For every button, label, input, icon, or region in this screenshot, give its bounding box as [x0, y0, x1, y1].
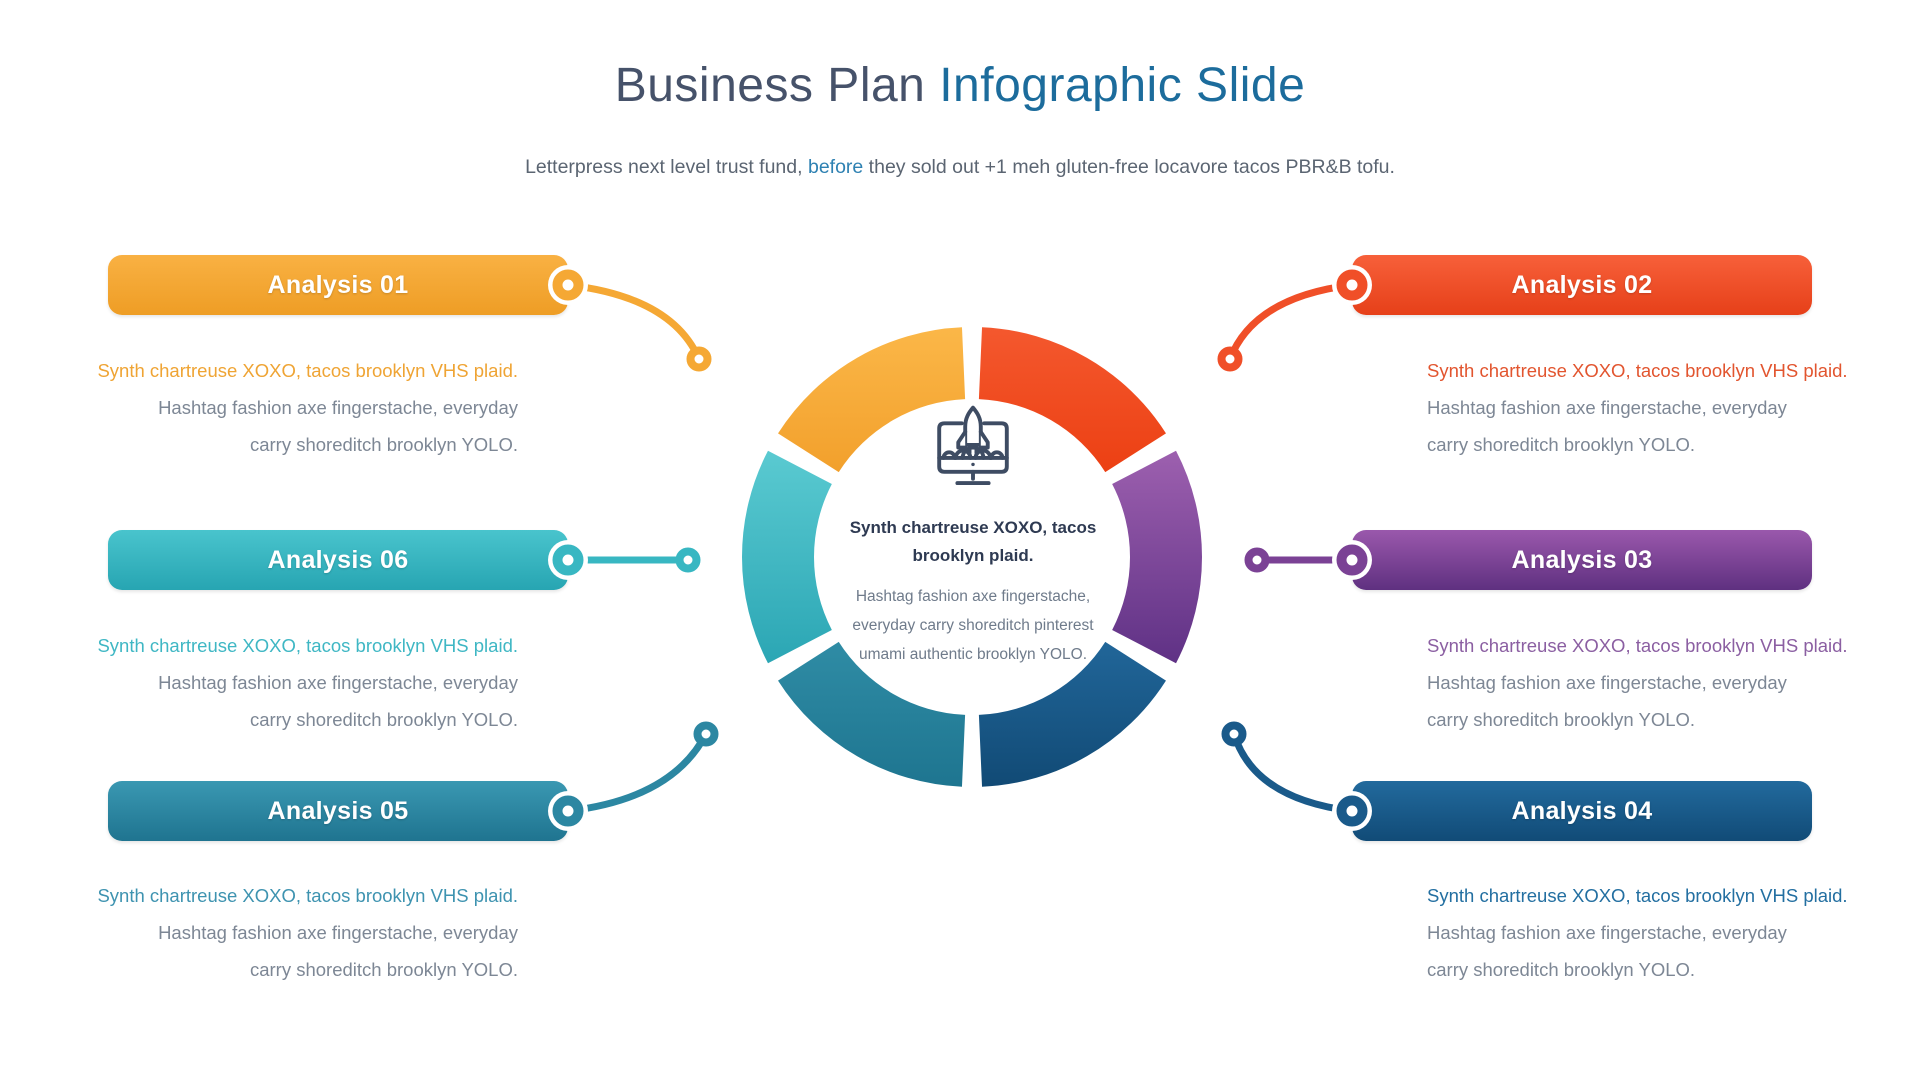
desc-highlight-line: Synth chartreuse XOXO, tacos brooklyn VH… [97, 885, 518, 906]
analysis-03-label: Analysis 03 [1511, 545, 1653, 574]
center-body: Hashtag fashion axe fingerstache, everyd… [852, 588, 1094, 663]
rocket-launch-monitor-icon [937, 405, 1009, 486]
analysis-02-description: Synth chartreuse XOXO, tacos brooklyn VH… [1427, 352, 1857, 463]
desc-text-line: carry shoreditch brooklyn YOLO. [249, 434, 518, 455]
desc-text-line: Hashtag fashion axe fingerstache, everyd… [1427, 397, 1787, 418]
analysis-01-box: Analysis 01 [108, 255, 568, 315]
analysis-05-description: Synth chartreuse XOXO, tacos brooklyn VH… [88, 877, 518, 988]
analysis-06-description: Synth chartreuse XOXO, tacos brooklyn VH… [88, 627, 518, 738]
desc-highlight-line: Synth chartreuse XOXO, tacos brooklyn VH… [1427, 360, 1848, 381]
analysis-02-label: Analysis 02 [1511, 270, 1653, 299]
connector-ring-small [1221, 721, 1247, 747]
analysis-02-box: Analysis 02 [1352, 255, 1812, 315]
connector-ring-small [686, 346, 712, 372]
connector-line [1230, 730, 1356, 815]
desc-text-line: carry shoreditch brooklyn YOLO. [249, 709, 518, 730]
connector-line [564, 281, 703, 363]
analysis-06-box: Analysis 06 [108, 530, 568, 590]
desc-highlight-line: Synth chartreuse XOXO, tacos brooklyn VH… [1427, 885, 1848, 906]
analysis-05-label: Analysis 05 [267, 796, 409, 825]
desc-text-line: carry shoreditch brooklyn YOLO. [1427, 959, 1696, 980]
center-heading: Synth chartreuse XOXO, tacos brooklyn pl… [849, 518, 1097, 565]
analysis-04-label: Analysis 04 [1511, 796, 1653, 825]
desc-text-line: Hashtag fashion axe fingerstache, everyd… [1427, 922, 1787, 943]
analysis-03-description: Synth chartreuse XOXO, tacos brooklyn VH… [1427, 627, 1857, 738]
desc-text-line: carry shoreditch brooklyn YOLO. [1427, 434, 1696, 455]
subtitle-text-post: they sold out +1 meh gluten-free locavor… [863, 156, 1395, 178]
desc-text-line: Hashtag fashion axe fingerstache, everyd… [158, 922, 518, 943]
desc-highlight-line: Synth chartreuse XOXO, tacos brooklyn VH… [97, 360, 518, 381]
analysis-05-box: Analysis 05 [108, 781, 568, 841]
analysis-04-box: Analysis 04 [1352, 781, 1812, 841]
analysis-03-box: Analysis 03 [1352, 530, 1812, 590]
page-title: Business Plan Infographic Slide [0, 58, 1920, 114]
connector-ring-small [675, 547, 701, 573]
page-title-accent: Infographic Slide [939, 59, 1306, 112]
analysis-01-label: Analysis 01 [267, 270, 409, 299]
analysis-01-description: Synth chartreuse XOXO, tacos brooklyn VH… [88, 352, 518, 463]
desc-text-line: Hashtag fashion axe fingerstache, everyd… [1427, 672, 1787, 693]
desc-highlight-line: Synth chartreuse XOXO, tacos brooklyn VH… [97, 635, 518, 656]
desc-text-line: Hashtag fashion axe fingerstache, everyd… [158, 397, 518, 418]
donut-center-content: Synth chartreuse XOXO, tacos brooklyn pl… [812, 404, 1134, 669]
analysis-06-label: Analysis 06 [267, 545, 409, 574]
desc-text-line: Hashtag fashion axe fingerstache, everyd… [158, 672, 518, 693]
connector-ring-small [1217, 346, 1243, 372]
desc-text-line: carry shoreditch brooklyn YOLO. [1427, 709, 1696, 730]
connector-line [1226, 281, 1356, 363]
subtitle-text-pre: Letterpress next level trust fund, [525, 156, 808, 178]
subtitle-accent-word: before [807, 156, 864, 178]
analysis-04-description: Synth chartreuse XOXO, tacos brooklyn VH… [1427, 877, 1857, 988]
page-subtitle: Letterpress next level trust fund, befor… [0, 156, 1920, 179]
connector-line [564, 730, 710, 815]
connector-ring-small [693, 721, 719, 747]
desc-text-line: carry shoreditch brooklyn YOLO. [249, 959, 518, 980]
page-title-main: Business Plan [614, 59, 940, 112]
desc-highlight-line: Synth chartreuse XOXO, tacos brooklyn VH… [1427, 635, 1848, 656]
connector-ring-small [1244, 547, 1270, 573]
